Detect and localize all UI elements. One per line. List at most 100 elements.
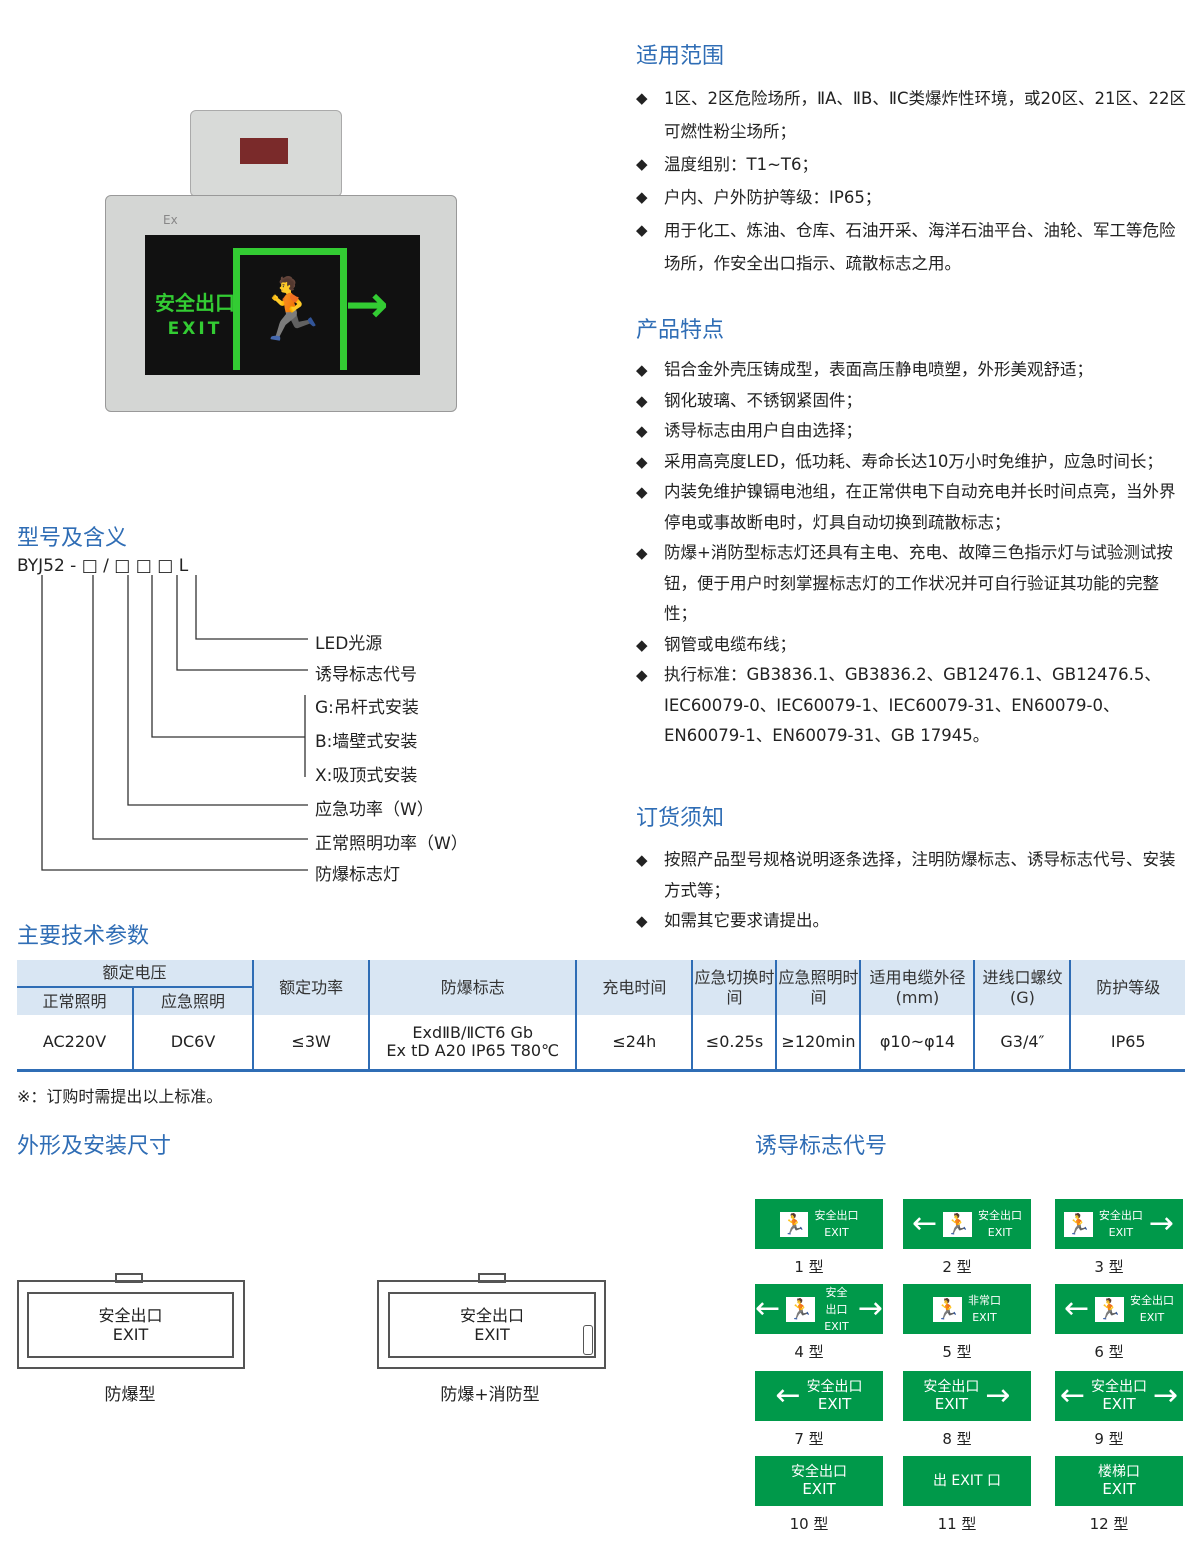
list-item: 诱导标志由用户自由选择； <box>636 416 1191 447</box>
dim-caption: 防爆型 <box>104 1385 156 1405</box>
table-cell: ≥120min <box>775 1015 861 1072</box>
arrow-left-icon: ← <box>1059 1378 1085 1413</box>
panel-en: EXIT <box>474 1325 510 1344</box>
table-cell: AC220V <box>17 1015 133 1072</box>
header-cell: 适用电缆外径(mm) <box>859 960 975 1015</box>
header-cell: 正常照明 <box>17 986 133 1015</box>
sign-cn: 安全出口 <box>923 1379 980 1395</box>
sign-caption: 12 型 <box>1089 1515 1129 1533</box>
sign-cn: 非常口 <box>967 1294 1001 1307</box>
header-cell: 防爆标志 <box>368 960 577 1015</box>
features-title: 产品特点 <box>636 318 725 343</box>
panel-cn: 安全出口 <box>98 1306 163 1325</box>
model-label: 诱导标志代号 <box>315 665 417 685</box>
list-item: 按照产品型号规格说明逐条选择，注明防爆标志、诱导标志代号、安装方式等； <box>636 845 1191 906</box>
signs-title: 诱导标志代号 <box>755 1134 888 1159</box>
header-cell: 进线口螺纹(G) <box>973 960 1071 1015</box>
running-man-icon: 🏃 <box>786 1296 816 1322</box>
running-man-icon: 🏃 <box>933 1296 962 1322</box>
indicator-lights-icon <box>583 1325 593 1355</box>
sign-cn: 安全出口 <box>1098 1209 1143 1222</box>
arrow-left-icon: ← <box>911 1206 938 1241</box>
list-item: 内装免维护镍镉电池组，在正常供电下自动充电并长时间点亮，当外界停电或事故断电时，… <box>636 477 1191 538</box>
header-cell: 额定功率 <box>251 960 370 1015</box>
sign-caption: 2 型 <box>942 1258 972 1276</box>
sign-caption: 3 型 <box>1094 1258 1124 1276</box>
sign-en: EXIT <box>817 1395 852 1413</box>
exit-sign: 🏃 非常口 EXIT <box>903 1284 1031 1334</box>
running-man-icon: 🏃 <box>1063 1211 1093 1237</box>
model-label: X:吸顶式安装 <box>315 766 418 786</box>
table-cell: ExdⅡB/ⅡCT6 Gb Ex tD A20 IP65 T80℃ <box>368 1015 577 1072</box>
running-man-icon: 🏃 <box>943 1211 973 1237</box>
sign-en: EXIT <box>1102 1395 1136 1413</box>
list-item: 用于化工、炼油、仓库、石油开采、海洋石油平台、油轮、军工等危险场所，作安全出口指… <box>636 214 1191 280</box>
arrow-right-icon: → <box>345 275 389 335</box>
list-item: 户内、户外防护等级：IP65； <box>636 181 1191 214</box>
table-cell: ≤0.25s <box>691 1015 777 1072</box>
panel-en: EXIT <box>112 1325 149 1344</box>
sign-caption: 7 型 <box>794 1430 824 1448</box>
dims-title: 外形及安装尺寸 <box>17 1134 172 1159</box>
sign-caption: 5 型 <box>942 1343 972 1361</box>
sign-en: EXIT <box>1108 1226 1134 1239</box>
sign-text: 安全出口 EXIT <box>814 1207 858 1241</box>
ex-mark: Ex <box>163 213 178 227</box>
sign-caption: 4 型 <box>794 1343 824 1361</box>
model-code: BYJ52 - □ / □ □ □ L <box>17 556 189 576</box>
exit-sign: 🏃 安全出口 EXIT <box>755 1199 883 1249</box>
running-man-icon: 🏃 <box>779 1211 809 1237</box>
arrow-left-icon: ← <box>755 1291 781 1326</box>
arrow-left-icon: ← <box>1063 1291 1090 1326</box>
list-item: 执行标准：GB3836.1、GB3836.2、GB12476.1、GB12476… <box>636 660 1191 752</box>
table-cell: ≤24h <box>575 1015 693 1072</box>
panel-cn: 安全出口 <box>459 1306 524 1325</box>
table-cell: IP65 <box>1069 1015 1185 1072</box>
arrow-right-icon: → <box>985 1378 1011 1413</box>
list-item: 温度组别：T1~T6； <box>636 148 1191 181</box>
sign-en: EXIT <box>824 1319 849 1333</box>
sign-caption: 1 型 <box>794 1258 824 1276</box>
table-cell: DC6V <box>132 1015 253 1072</box>
sign-caption: 8 型 <box>942 1430 972 1448</box>
list-item: 钢化玻璃、不锈钢紧固件； <box>636 386 1191 417</box>
sign-en: EXIT <box>987 1226 1013 1239</box>
header-cell: 额定电压 <box>17 960 253 987</box>
sign-en: EXIT <box>1139 1311 1165 1324</box>
header-cell: 防护等级 <box>1069 960 1185 1015</box>
header-cell: 应急切换时间 <box>691 960 777 1015</box>
list-item: 1区、2区危险场所，ⅡA、ⅡB、ⅡC类爆炸性环境，或20区、21区、22区可燃性… <box>636 82 1191 148</box>
model-label: 应急功率（W） <box>315 800 434 820</box>
model-title: 型号及含义 <box>17 526 128 551</box>
scope-title: 适用范围 <box>636 44 725 69</box>
model-label: 防爆标志灯 <box>315 865 400 885</box>
table-cell: G3/4″ <box>973 1015 1071 1072</box>
sign-en: EXIT <box>972 1311 997 1324</box>
sign-caption: 9 型 <box>1094 1430 1124 1448</box>
sign-cn: 安全出口 <box>155 291 235 315</box>
arrow-right-icon: → <box>1153 1378 1179 1413</box>
sign-cn: 安全出口 <box>814 1209 859 1222</box>
list-item: 钢管或电缆布线； <box>636 630 1191 661</box>
ordering-title: 订货须知 <box>636 806 725 831</box>
sign-cn: 出 EXIT 口 <box>932 1472 1002 1489</box>
sign-caption: 10 型 <box>789 1515 829 1533</box>
sign-en: EXIT <box>167 319 223 339</box>
exit-sign: 出 EXIT 口 <box>903 1456 1031 1506</box>
sign-en: EXIT <box>824 1226 849 1239</box>
ordering-list: 按照产品型号规格说明逐条选择，注明防爆标志、诱导标志代号、安装方式等； 如需其它… <box>636 845 1191 937</box>
arrow-left-icon: ← <box>775 1378 801 1413</box>
table-cell: ≤3W <box>251 1015 370 1072</box>
sign-cn: 安全出口 <box>1130 1294 1175 1307</box>
sign-cn: 安全出口 <box>791 1464 847 1480</box>
